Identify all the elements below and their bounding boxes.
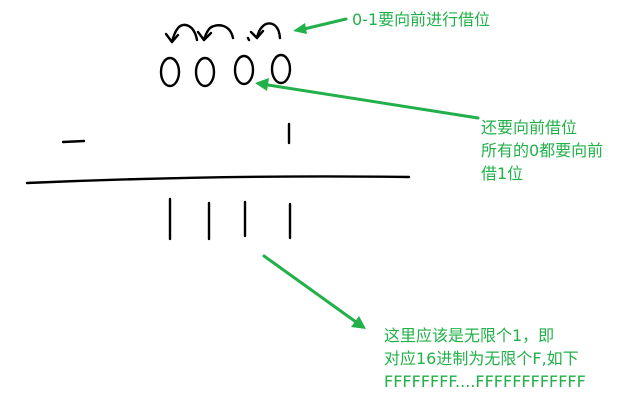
arrow-to-ones-head: [351, 316, 366, 329]
annotation-line: FFFFFFFF....FFFFFFFFFFFF: [384, 372, 586, 391]
borrow-arrows: [164, 22, 282, 44]
zero-digit: [159, 56, 181, 88]
arrow-to-borrows: [302, 17, 348, 31]
minuend-zeros: [159, 53, 292, 88]
annotation-line: 0-1要向前进行借位: [352, 10, 491, 29]
annotation-line: 还要向前借位: [481, 118, 578, 137]
zeros-annotation: 还要向前借位 所有的0都要向前 借1位: [481, 116, 603, 185]
annotation-arrows: [255, 17, 480, 329]
zero-digit: [194, 56, 216, 88]
annotation-line: 所有的0都要向前: [481, 141, 604, 160]
zero-digit: [233, 54, 255, 86]
arrow-to-zeros-head: [255, 78, 269, 91]
borrow-dot: [246, 36, 251, 42]
arrow-to-zeros: [266, 83, 480, 120]
arrow-to-ones: [262, 254, 358, 324]
borrow-arrow-1: [170, 23, 199, 44]
borrow-arrow-3-head: [249, 29, 265, 40]
ones-annotation: 这里应该是无限个1，即 对应16进制为无限个F,如下 FFFFFFFF....F…: [384, 324, 586, 393]
borrow-arrow-2-head: [196, 30, 213, 42]
arrow-to-borrows-head: [293, 23, 307, 34]
annotation-line: 借1位: [481, 164, 524, 183]
result-line: [25, 175, 411, 185]
borrow-arrow-2: [202, 24, 235, 42]
minus-sign: [61, 139, 86, 144]
annotation-line: 对应16进制为无限个F,如下: [384, 349, 579, 368]
borrow-arrow-3: [255, 22, 282, 40]
zero-digit: [270, 53, 292, 85]
annotation-line: 这里应该是无限个1，即: [384, 326, 555, 345]
borrow-arrow-1-head: [164, 32, 180, 44]
result-ones: [168, 197, 292, 241]
borrow-annotation: 0-1要向前进行借位: [352, 8, 490, 31]
